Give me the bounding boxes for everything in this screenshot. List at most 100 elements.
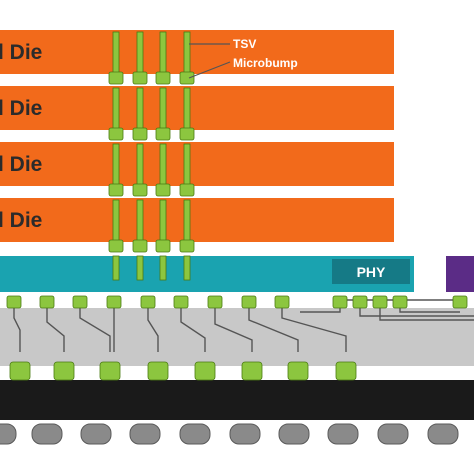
interposer-wire [379,308,474,321]
microbump [6,295,22,309]
interposer-wire [399,308,460,313]
dram-die-1 [0,30,394,74]
c4-bump [194,361,216,381]
microbump [207,295,223,309]
tsv-columns [108,31,195,281]
die-label-4: l Die [0,209,42,232]
tsv [159,87,167,131]
microbump [108,239,124,253]
tsv [183,199,191,243]
microbump [155,183,171,197]
microbump [241,295,257,309]
tsv [159,255,167,281]
phy-label: PHY [357,264,386,280]
microbump [392,295,408,309]
tsv [136,87,144,131]
microbump [106,295,122,309]
interposer-wire [13,308,21,352]
die-label-2: l Die [0,97,42,120]
tsv [183,31,191,75]
microbump [179,183,195,197]
microbump [72,295,88,309]
tsv [136,255,144,281]
interposer-wires [13,299,474,352]
c4-bump [287,361,309,381]
microbump [108,71,124,85]
c4-bump [335,361,357,381]
c4-bump [147,361,169,381]
c4-bump [9,361,31,381]
interposer-wire [180,308,206,352]
interposer-wire [248,308,299,352]
interposer-wire [281,308,347,352]
microbump-row [6,295,468,309]
c4-bump [241,361,263,381]
bga-ball [31,423,63,445]
tsv [159,143,167,187]
c4-bump [99,361,121,381]
package-substrate [0,380,474,420]
microbump [155,239,171,253]
microbump [173,295,189,309]
microbump [132,127,148,141]
microbump [372,295,388,309]
microbump-callout: Microbump [233,56,298,70]
tsv [112,255,120,281]
bga-ball [129,423,161,445]
interposer-wire [300,308,341,313]
tsv [183,87,191,131]
phy-block [332,259,410,284]
microbump [274,295,290,309]
tsv [112,31,120,75]
tsv [183,143,191,187]
interposer [0,308,474,366]
tsv [183,255,191,281]
bga-ball [80,423,112,445]
c4-bump [53,361,75,381]
microbump [132,239,148,253]
interposer-wire [359,308,474,317]
dram-die-4 [0,198,394,242]
microbump [452,295,468,309]
dram-die-2 [0,86,394,130]
tsv [112,199,120,243]
bga-ball [179,423,211,445]
microbump [155,127,171,141]
microbump [155,71,171,85]
bga-ball [229,423,261,445]
c4-bump-row [9,361,357,381]
tsv [136,143,144,187]
microbump [132,71,148,85]
bga-ball [377,423,409,445]
microbump [39,295,55,309]
tsv [136,31,144,75]
microbump [352,295,368,309]
die-label-3: l Die [0,153,42,176]
microbump [132,183,148,197]
tsv [159,199,167,243]
tsv [159,31,167,75]
interposer-wire [147,308,159,352]
tsv [136,199,144,243]
microbump [140,295,156,309]
tsv [112,143,120,187]
bga-ball-row [0,423,459,445]
dram-die-3 [0,142,394,186]
adjacent-chip [446,256,474,292]
microbump [179,71,195,85]
interposer-wire [214,308,253,352]
microbump-leader-line [188,61,231,79]
bga-ball [327,423,359,445]
die-label-1: l Die [0,41,42,64]
interposer-wire [46,308,65,352]
interposer-wire [79,308,111,352]
bga-ball [427,423,459,445]
microbump [179,127,195,141]
microbump [332,295,348,309]
tsv [112,87,120,131]
bga-ball [278,423,310,445]
microbump [108,127,124,141]
microbump [179,239,195,253]
microbump [108,183,124,197]
